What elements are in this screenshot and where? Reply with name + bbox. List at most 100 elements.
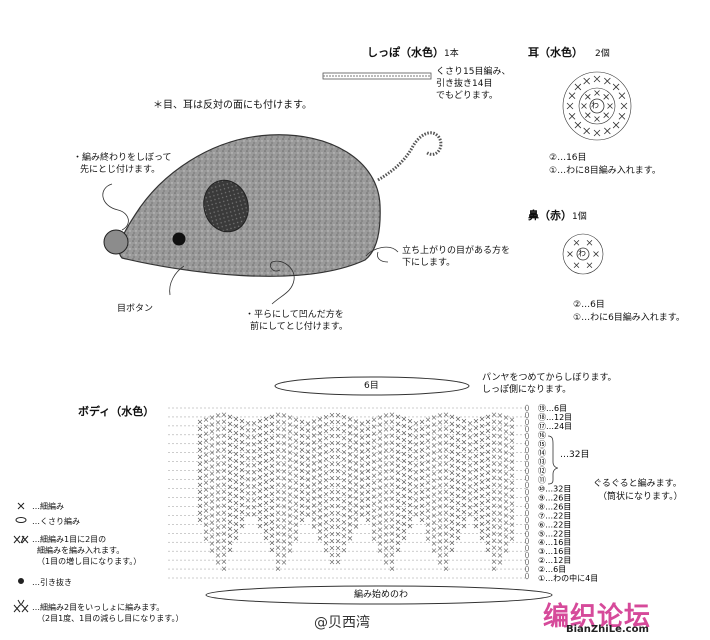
sc-stitch: [227, 442, 233, 448]
sc-stitch: [299, 503, 305, 509]
sc-stitch: [353, 468, 359, 473]
nose-stitch: [573, 239, 580, 246]
sc-stitch: [407, 439, 413, 445]
sc-stitch: [275, 468, 281, 473]
sc-stitch: [437, 462, 443, 467]
sc-stitch: [503, 429, 509, 434]
sc-stitch: [299, 489, 305, 495]
sc-stitch: [383, 553, 389, 558]
ear-stitch: [583, 127, 590, 135]
legend-symbols: [13, 502, 29, 613]
sc-stitch: [281, 518, 287, 523]
sc-stitch: [347, 473, 353, 478]
sc-stitch: [485, 442, 491, 448]
sc-stitch: [347, 529, 353, 534]
sc-stitch: [377, 464, 383, 469]
sc-stitch: [425, 438, 431, 443]
sc-stitch: [485, 505, 491, 511]
sc-stitch: [353, 475, 359, 480]
sc-stitch: [419, 489, 425, 495]
row-label: ⑩…32目: [538, 485, 571, 494]
sc-stitch: [503, 513, 509, 518]
sc-stitch: [479, 423, 485, 429]
sc-stitch: [239, 516, 245, 522]
sc-stitch: [479, 514, 485, 520]
sc-stitch: [341, 541, 347, 546]
sc-stitch: [215, 525, 221, 530]
nose-stitch: [593, 251, 599, 257]
sc-stitch: [491, 482, 497, 487]
sc-stitch: [209, 457, 215, 462]
sc-stitch: [341, 548, 347, 553]
sc-stitch: [317, 417, 323, 422]
sc-stitch: [221, 531, 227, 536]
sc-stitch: [473, 474, 479, 480]
sc-stitch: [479, 437, 485, 443]
sc-stitch: [335, 510, 341, 516]
body-side-note-1: ぐるぐると編みます。: [593, 479, 682, 489]
sc-stitch: [305, 463, 311, 468]
sc-stitch: [509, 473, 515, 478]
forum-url: BianZhiLe.com: [566, 624, 649, 635]
sc-stitch: [461, 488, 467, 494]
sc-stitch: [437, 441, 443, 446]
sc-stitch: [485, 533, 491, 539]
sc-stitch: [365, 454, 371, 460]
sc-stitch: [443, 489, 449, 494]
sc-stitch: [389, 412, 395, 417]
sc-stitch: [497, 462, 503, 467]
sc-stitch: [443, 503, 449, 508]
sc-stitch: [293, 529, 299, 534]
sc-stitch: [389, 426, 395, 431]
ear-stitch: [607, 103, 613, 109]
sc-stitch: [329, 538, 335, 544]
sc-stitch: [227, 477, 233, 483]
sc-stitch: [497, 427, 503, 432]
sc-stitch: [197, 489, 203, 495]
sc-stitch: [467, 484, 473, 489]
sc-stitch: [377, 457, 383, 462]
sc-stitch: [257, 488, 263, 494]
sc-stitch: [329, 552, 335, 558]
sc-stitch: [437, 546, 443, 551]
sc-stitch: [443, 531, 449, 536]
sc-stitch: [419, 510, 425, 516]
sc-stitch: [425, 424, 431, 429]
sc-stitch: [287, 534, 293, 539]
sc-stitch: [359, 512, 365, 517]
sc-stitch: [443, 559, 449, 564]
sc-stitch: [335, 447, 341, 453]
sc-stitch: [269, 470, 275, 476]
sc-stitch: [443, 545, 449, 550]
sc-stitch: [287, 520, 293, 525]
ear-stitch: [618, 113, 626, 120]
sc-stitch: [323, 422, 329, 427]
sc-stitch: [383, 560, 389, 565]
sc-stitch: [443, 454, 449, 459]
row-label: ⑮: [538, 440, 546, 449]
body-title: ボディ（水色）: [78, 405, 155, 418]
sc-stitch: [233, 444, 239, 450]
sc-stitch: [287, 457, 293, 462]
ear-round-2: ②…16目: [549, 153, 587, 163]
sc-stitch: [401, 472, 407, 478]
sc-stitch: [383, 476, 389, 481]
sc-stitch: [389, 433, 395, 438]
sc-stitch: [467, 428, 473, 433]
sc-stitch: [449, 449, 455, 455]
chain-stitch: [525, 460, 529, 468]
ear-stitch: [594, 116, 600, 122]
sc-stitch: [407, 474, 413, 480]
sc-stitch: [383, 427, 389, 432]
sc-stitch: [383, 539, 389, 544]
sc-stitch: [383, 490, 389, 495]
sc-stitch: [413, 512, 419, 517]
sc-stitch: [275, 440, 281, 445]
sc-stitch: [359, 421, 365, 426]
sc-stitch: [311, 454, 317, 459]
ear-chart: [562, 71, 632, 141]
sc-stitch: [431, 534, 437, 539]
chain-stitch: [525, 481, 529, 489]
sc-stitch: [215, 413, 221, 418]
sc-stitch: [467, 512, 473, 517]
